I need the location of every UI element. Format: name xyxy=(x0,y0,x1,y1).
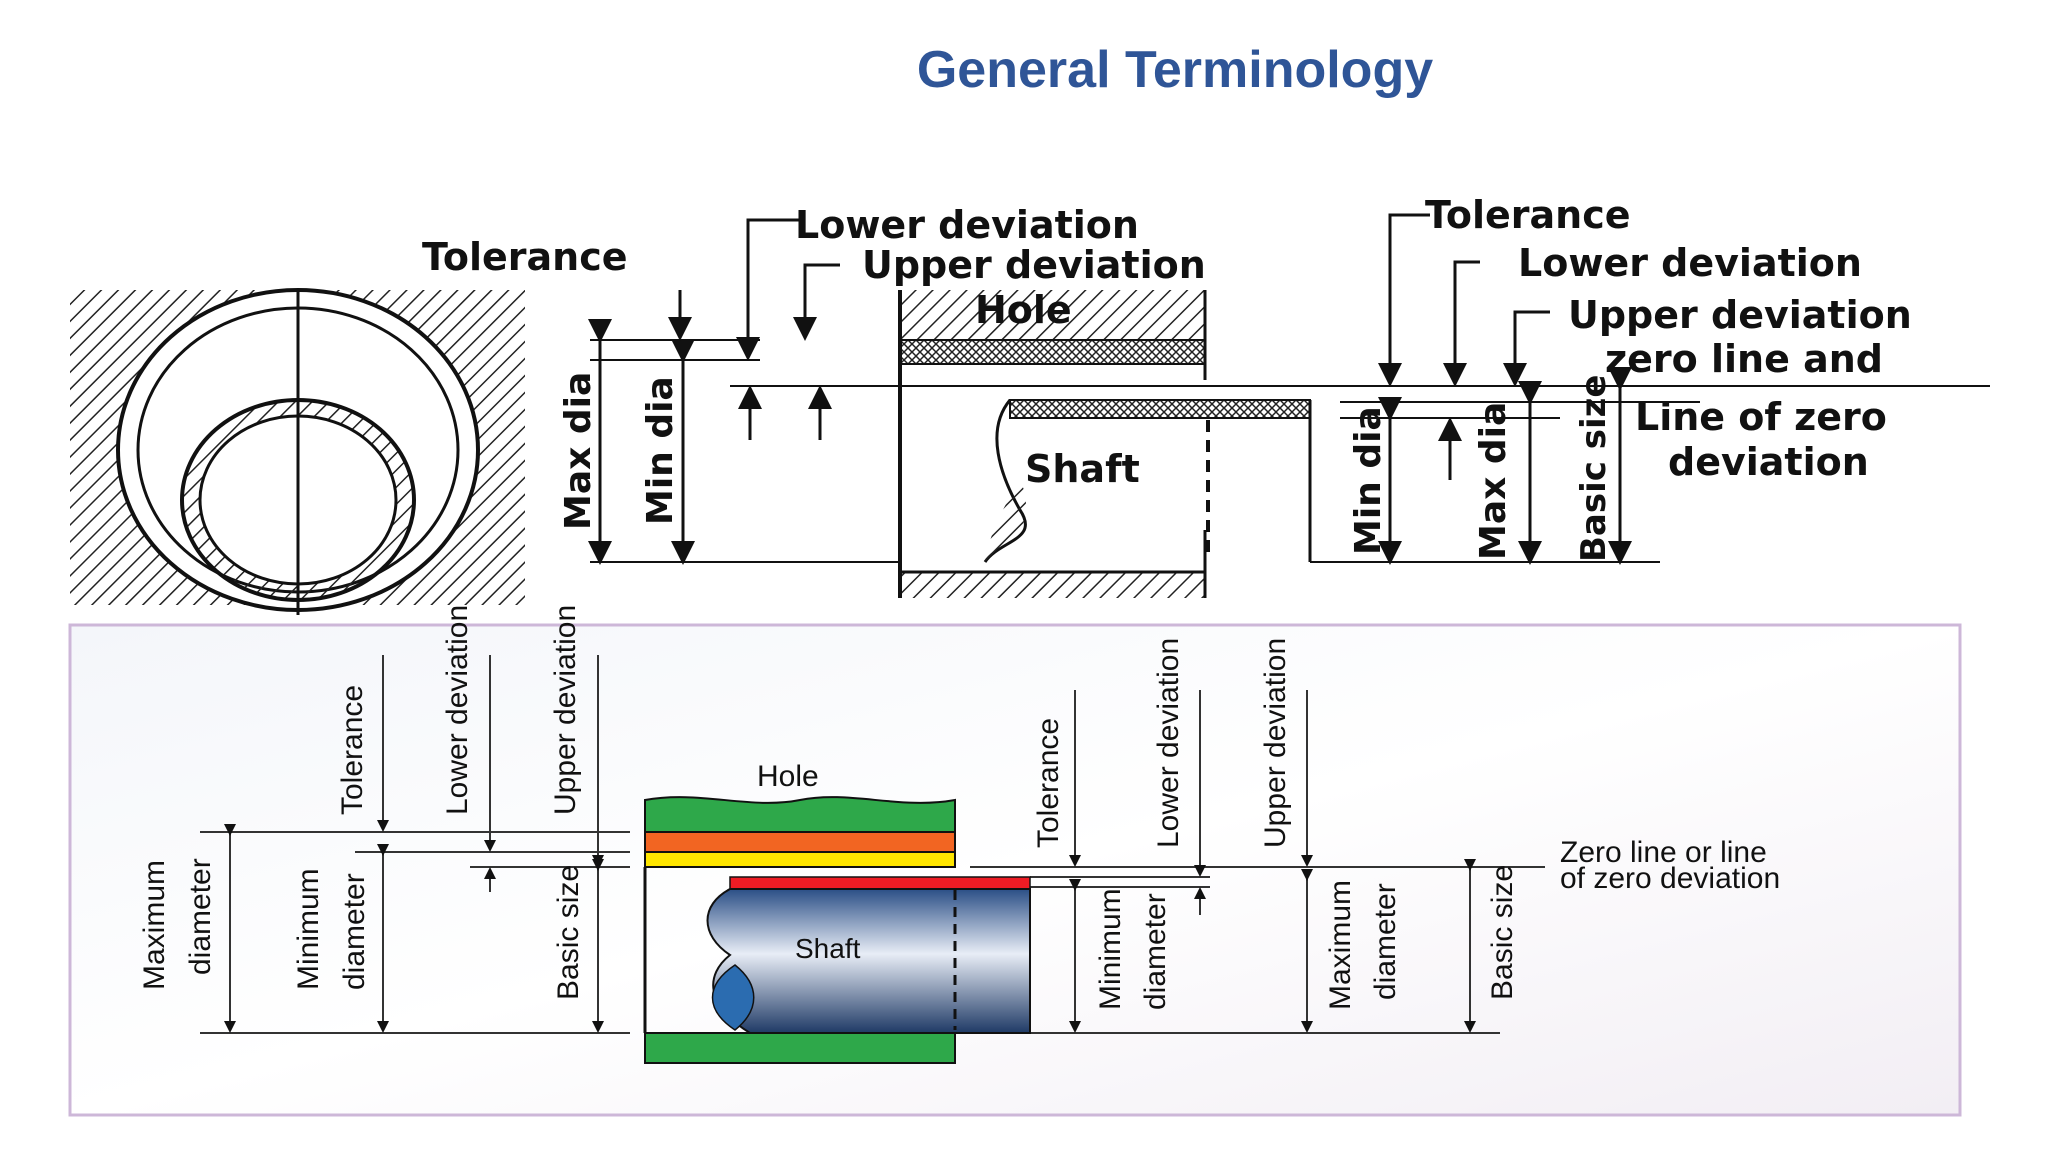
top-zero-line-label-1: zero line and xyxy=(1605,337,1883,381)
top-right-tolerance-label: Tolerance xyxy=(1425,193,1631,237)
top-diagram: Tolerance Lower deviation Upper deviatio… xyxy=(70,193,1990,615)
bottom-shaft-min-label-2: diameter xyxy=(1139,893,1172,1010)
top-right-min-dia-label: Min dia xyxy=(1348,406,1389,555)
bottom-shaft-lower-deviation-label: Lower deviation xyxy=(1152,638,1185,848)
top-max-dia-label: Max dia xyxy=(558,372,599,530)
bottom-max-diameter-label-2: diameter xyxy=(184,858,217,975)
top-min-dia-label: Min dia xyxy=(640,376,681,525)
top-lower-deviation-label: Lower deviation xyxy=(795,203,1139,247)
bottom-shaft-min-label-1: Minimum xyxy=(1094,888,1127,1010)
bottom-shaft-tolerance-label: Tolerance xyxy=(1032,718,1065,848)
hole-shaft-section xyxy=(70,288,525,615)
bottom-shaft-label: Shaft xyxy=(795,933,861,964)
top-right-max-dia-label: Max dia xyxy=(1473,402,1514,560)
bottom-zero-line-label-2: of zero deviation xyxy=(1560,862,1780,895)
top-zero-line-label-3: deviation xyxy=(1668,440,1869,484)
bottom-shaft: Shaft xyxy=(706,876,1031,1034)
bottom-hole-lower-deviation-label: Lower deviation xyxy=(441,605,474,815)
bottom-zero-line-label-1: Zero line or line xyxy=(1560,836,1767,869)
top-tolerance-label: Tolerance xyxy=(422,235,628,279)
top-hole: Hole xyxy=(898,288,1207,598)
top-shaft-label: Shaft xyxy=(1025,447,1140,491)
page-title: General Terminology xyxy=(916,41,1434,99)
bottom-min-diameter-label-1: Minimum xyxy=(292,868,325,990)
bottom-shaft-max-label-2: diameter xyxy=(1369,883,1402,1000)
bottom-diagram: Tolerance Lower deviation Upper deviatio… xyxy=(68,605,1962,1117)
top-shaft: Shaft xyxy=(983,399,1312,563)
bottom-min-diameter-label-2: diameter xyxy=(338,873,371,990)
bottom-hole-tolerance-label: Tolerance xyxy=(336,685,369,815)
bottom-hole: Hole xyxy=(643,760,956,1064)
bottom-basic-size-right-label: Basic size xyxy=(1486,865,1519,1000)
bottom-shaft-upper-deviation-label: Upper deviation xyxy=(1259,638,1292,848)
bottom-max-diameter-label-1: Maximum xyxy=(138,860,171,990)
bottom-hole-upper-deviation-label: Upper deviation xyxy=(549,605,582,815)
top-right-lower-deviation-label: Lower deviation xyxy=(1518,241,1862,285)
top-hole-label: Hole xyxy=(975,288,1072,332)
top-upper-deviation-label: Upper deviation xyxy=(862,243,1206,287)
bottom-shaft-max-label-1: Maximum xyxy=(1324,880,1357,1010)
top-zero-line-label-2: Line of zero xyxy=(1635,395,1887,439)
bottom-basic-size-left-label: Basic size xyxy=(552,865,585,1000)
top-basic-size-label: Basic size xyxy=(1574,375,1614,562)
top-right-upper-deviation-label: Upper deviation xyxy=(1568,293,1912,337)
bottom-hole-label: Hole xyxy=(757,760,819,793)
